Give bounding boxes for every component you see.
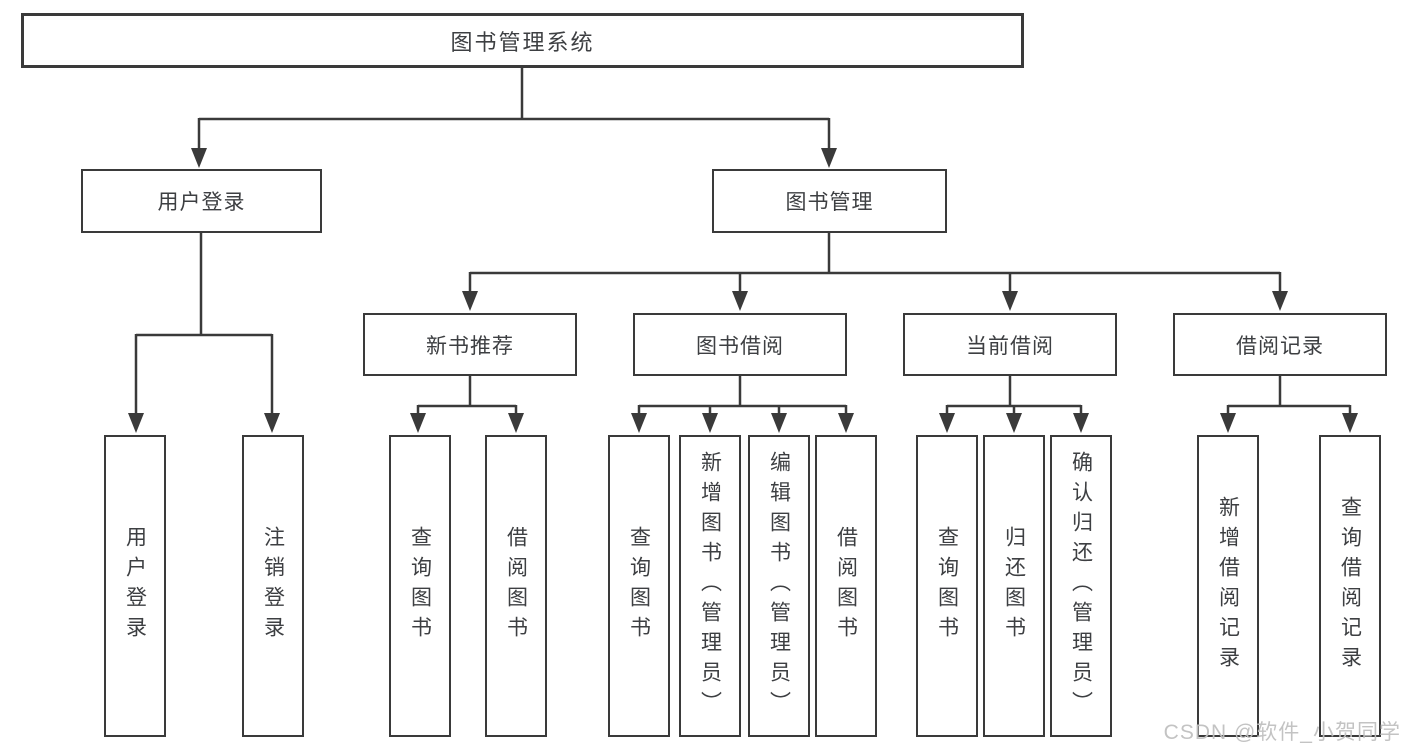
leaf-query-books-borrowing: 查询图书 [608, 435, 670, 737]
leaf-query-books-current: 查询图书 [916, 435, 978, 737]
node-label: 注销登录 [261, 526, 285, 646]
node-label: 新增图书（管理员） [698, 451, 722, 721]
node-label: 借阅记录 [1236, 334, 1324, 358]
node-label: 借阅图书 [504, 526, 528, 646]
node-label: 编辑图书（管理员） [767, 451, 791, 721]
node-label: 用户登录 [157, 191, 246, 214]
node-label: 借阅图书 [834, 526, 858, 646]
node-label: 当前借阅 [966, 334, 1054, 358]
node-label: 图书借阅 [696, 334, 784, 358]
leaf-confirm-return-admin: 确认归还（管理员） [1050, 435, 1112, 737]
leaf-edit-books-admin: 编辑图书（管理员） [748, 435, 810, 737]
leaf-add-books-admin: 新增图书（管理员） [679, 435, 741, 737]
node-label: 图书管理 [785, 191, 874, 214]
node-book-borrowing: 图书借阅 [633, 313, 847, 376]
node-label: 查询借阅记录 [1338, 496, 1362, 676]
leaf-logout: 注销登录 [242, 435, 304, 737]
node-label: 新书推荐 [426, 334, 514, 358]
leaf-query-books-recommend: 查询图书 [389, 435, 451, 737]
node-library-management-system: 图书管理系统 [21, 13, 1024, 68]
node-borrowing-records: 借阅记录 [1173, 313, 1387, 376]
node-label: 图书管理系统 [450, 29, 595, 55]
leaf-user-login: 用户登录 [104, 435, 166, 737]
leaf-query-borrow-record: 查询借阅记录 [1319, 435, 1381, 737]
node-book-management: 图书管理 [712, 169, 947, 233]
leaf-add-borrow-record: 新增借阅记录 [1197, 435, 1259, 737]
node-user-login: 用户登录 [81, 169, 322, 233]
leaf-return-books: 归还图书 [983, 435, 1045, 737]
node-label: 查询图书 [408, 526, 432, 646]
node-label: 新增借阅记录 [1216, 496, 1240, 676]
leaf-borrow-books: 借阅图书 [815, 435, 877, 737]
csdn-watermark: CSDN @软件_小贺同学 [1163, 721, 1401, 744]
node-label: 确认归还（管理员） [1069, 451, 1093, 721]
node-label: 查询图书 [935, 526, 959, 646]
node-current-borrowing: 当前借阅 [903, 313, 1117, 376]
node-new-book-recommend: 新书推荐 [363, 313, 577, 376]
leaf-borrow-books-recommend: 借阅图书 [485, 435, 547, 737]
node-label: 查询图书 [627, 526, 651, 646]
node-label: 归还图书 [1002, 526, 1026, 646]
node-label: 用户登录 [123, 526, 147, 646]
